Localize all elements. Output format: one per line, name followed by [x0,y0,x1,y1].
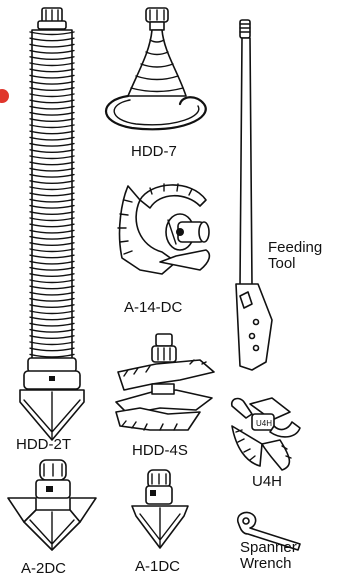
spring-cable-icon [20,8,84,440]
feeding-tool-icon [236,20,272,370]
a1dc-cutter-icon [132,470,188,548]
label-feeding-tool-line2: Tool [268,256,322,272]
label-feeding-tool: Feeding Tool [268,240,322,272]
label-spanner-line2: Wrench [240,556,297,572]
label-spanner-line1: Spanner [240,540,297,556]
label-a1dc: A-1DC [135,558,180,575]
u4h-cutter-icon: U4H [232,398,300,470]
hdd7-funnel-icon [106,8,206,129]
label-spanner-wrench: Spanner Wrench [240,540,297,572]
label-hdd7: HDD-7 [131,143,177,160]
svg-text:U4H: U4H [256,419,272,428]
label-a14dc: A-14-DC [124,299,182,316]
label-u4h: U4H [252,473,282,490]
a14dc-cutter-icon [118,184,209,274]
label-hdd4s: HDD-4S [132,442,188,459]
hdd4s-blade-icon [116,334,214,430]
marker-dot-icon [0,89,9,103]
label-hdd2t: HDD-2T [16,436,71,453]
label-feeding-tool-line1: Feeding [268,240,322,256]
a2dc-cutter-icon [8,460,96,550]
label-a2dc: A-2DC [21,560,66,577]
